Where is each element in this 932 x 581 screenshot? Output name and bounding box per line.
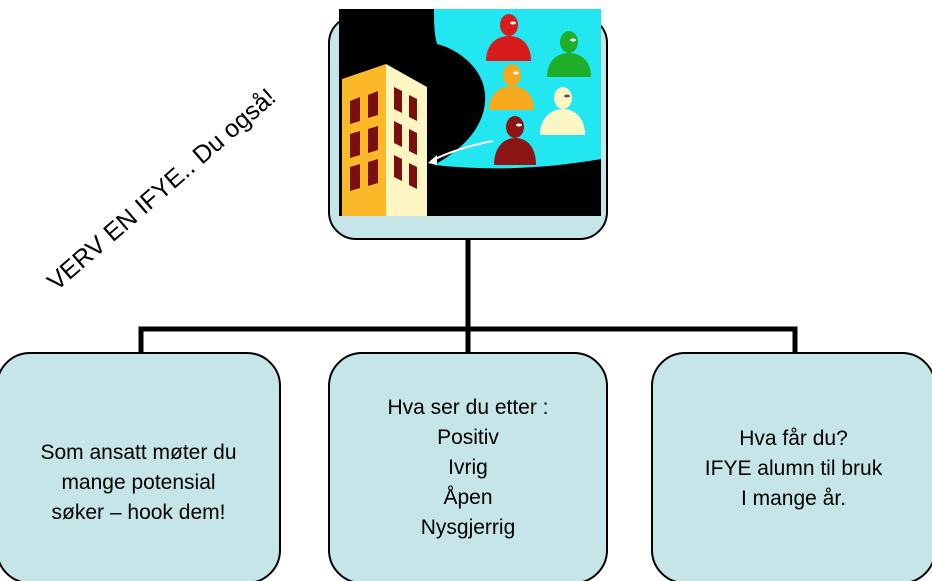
box-line: mange potensial <box>61 471 216 494</box>
box-line: Hva får du? <box>739 427 848 450</box>
box-line: Nysgjerrig <box>420 516 516 539</box>
box-line: Som ansatt møter du <box>40 441 237 464</box>
box-line: Hva ser du etter : <box>387 396 549 419</box>
box-employee-tip: Som ansatt møter du mange potensial søke… <box>0 352 281 581</box>
box-line: I mange år. <box>740 487 847 510</box>
box-what-to-look-for: Hva ser du etter : Positiv Ivrig Åpen Ny… <box>328 352 608 581</box>
box-line: Ivrig <box>448 456 488 479</box>
box-line: Åpen <box>443 486 493 509</box>
building-icon <box>342 64 427 216</box>
box-line: søker – hook dem! <box>51 501 226 524</box>
box-line: IFYE alumn til bruk <box>704 457 883 480</box>
box-line: Positiv <box>437 426 499 449</box>
people-icon <box>486 14 591 165</box>
box-what-you-get: Hva får du? IFYE alumn til bruk I mange … <box>651 352 932 581</box>
arrow-icon <box>428 140 494 165</box>
recruitment-clipart <box>339 9 601 216</box>
